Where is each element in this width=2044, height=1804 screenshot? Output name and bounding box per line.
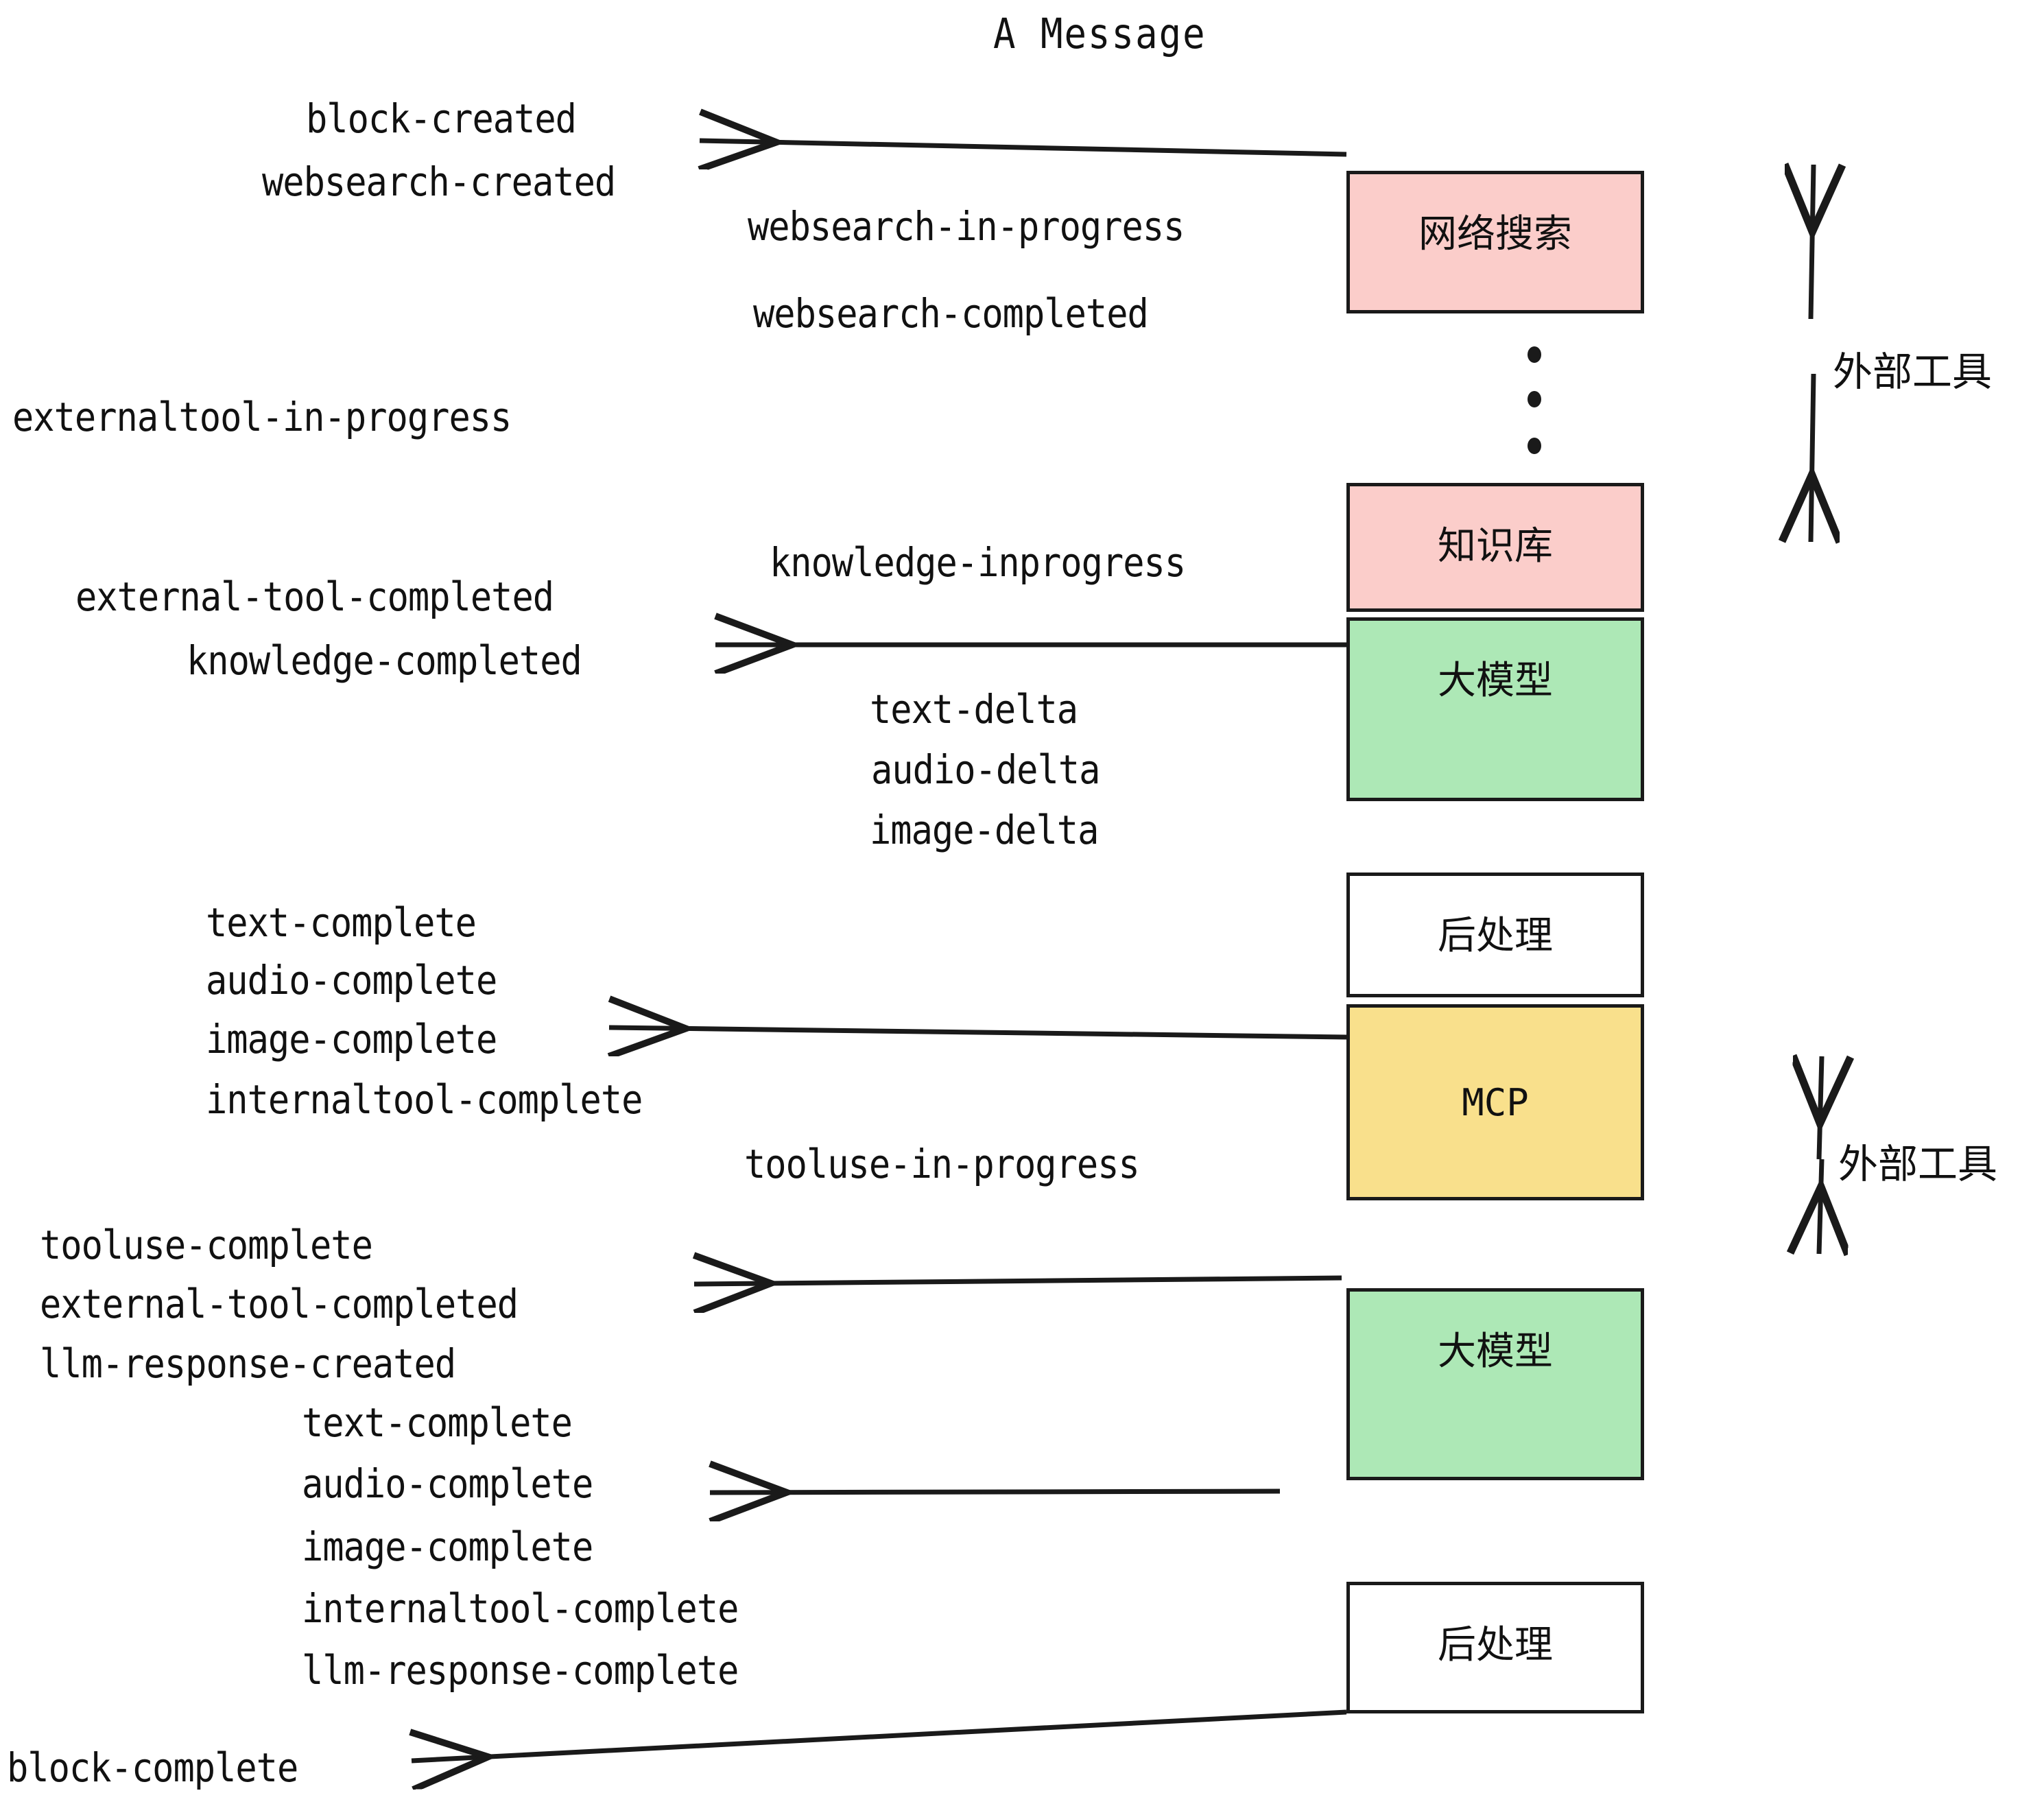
event-label: internaltool-complete <box>302 1586 739 1633</box>
event-label: audio-complete <box>302 1461 593 1508</box>
arrow-tooluse-complete <box>694 1278 1342 1284</box>
node-post-bottom: 后处理 <box>1346 1582 1644 1713</box>
node-mcp: MCP <box>1346 1004 1644 1200</box>
ellipsis-dot-icon <box>1528 438 1541 454</box>
diagram-title: A Message <box>993 10 1207 58</box>
event-label: websearch-created <box>262 159 616 206</box>
external-tool-bracket-top-up-arrow <box>1811 165 1814 320</box>
event-label: tooluse-complete <box>40 1222 373 1269</box>
node-llm-bottom: 大模型 <box>1346 1288 1644 1480</box>
event-label: image-complete <box>302 1524 593 1571</box>
external-tool-bracket-bottom-up-arrow <box>1819 1056 1822 1160</box>
event-label: externaltool-in-progress <box>12 394 512 441</box>
external-tool-bracket-bottom-down-arrow <box>1819 1159 1822 1254</box>
arrow-block-created <box>700 141 1347 154</box>
ellipsis-dot-icon <box>1528 391 1541 407</box>
event-label: image-complete <box>206 1017 497 1063</box>
event-label: llm-response-created <box>40 1341 456 1388</box>
event-label: text-complete <box>206 900 477 947</box>
node-llm-top: 大模型 <box>1346 617 1644 801</box>
external-tool-label: 外部工具 <box>1838 1141 1998 1187</box>
node-post-top: 后处理 <box>1346 873 1644 997</box>
event-label: llm-response-complete <box>302 1648 739 1694</box>
node-knowledge: 知识库 <box>1346 483 1644 612</box>
external-tool-bracket-top-down-arrow <box>1811 373 1814 542</box>
event-label: text-delta <box>870 687 1078 733</box>
arrow-audio-complete <box>710 1491 1281 1493</box>
event-label: knowledge-completed <box>187 638 582 685</box>
arrow-image-complete <box>609 1028 1347 1037</box>
ellipsis-dot-icon <box>1528 346 1541 363</box>
event-label: knowledge-inprogress <box>770 540 1186 586</box>
event-label: text-complete <box>302 1400 573 1447</box>
event-label: audio-complete <box>206 958 497 1004</box>
event-label: tooluse-in-progress <box>744 1141 1140 1188</box>
event-label: audio-delta <box>871 747 1100 794</box>
event-label: external-tool-completed <box>40 1281 519 1328</box>
node-websearch: 网络搜索 <box>1346 171 1644 313</box>
arrow-block-complete <box>412 1709 1347 1761</box>
event-label: external-tool-completed <box>75 574 554 621</box>
event-label: image-delta <box>870 807 1099 854</box>
event-label: websearch-completed <box>753 291 1149 337</box>
event-label: websearch-in-progress <box>748 204 1185 250</box>
event-label: internaltool-complete <box>206 1077 643 1124</box>
event-label: block-complete <box>7 1745 298 1792</box>
event-label: block-created <box>306 96 577 143</box>
external-tool-label: 外部工具 <box>1833 348 1993 395</box>
